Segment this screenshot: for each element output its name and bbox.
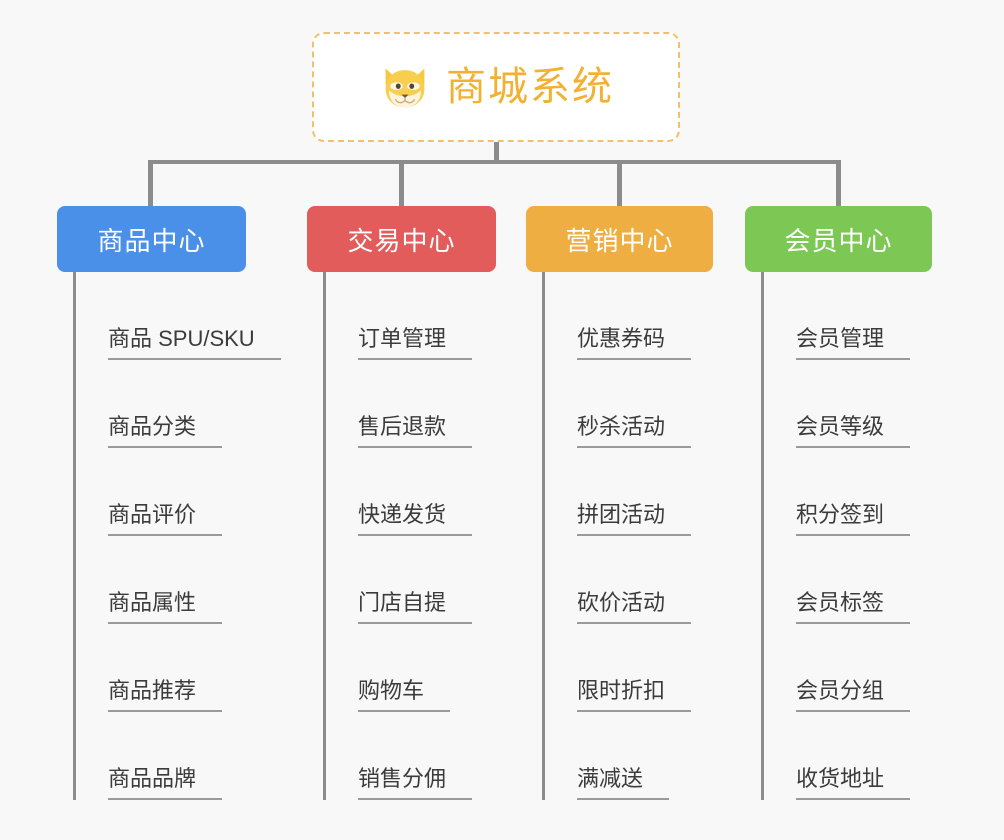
leaf-label: 快递发货 bbox=[358, 504, 473, 536]
leaf-label: 购物车 bbox=[358, 680, 451, 712]
connector-leg-2 bbox=[617, 160, 622, 207]
leaf-item[interactable]: 快递发货 bbox=[326, 448, 496, 536]
leaf-label: 商品推荐 bbox=[108, 680, 223, 712]
category-title: 营销中心 bbox=[565, 225, 674, 256]
leaf-label: 限时折扣 bbox=[577, 680, 692, 712]
leaf-item[interactable]: 优惠券码 bbox=[545, 272, 713, 360]
branch-column-marketing: 营销中心 优惠券码 秒杀活动 拼团活动 砍价活动 限时折扣 满减送 bbox=[526, 206, 713, 800]
leaf-label: 商品品牌 bbox=[108, 768, 223, 800]
category-title: 交易中心 bbox=[347, 225, 456, 256]
leaf-item[interactable]: 商品推荐 bbox=[76, 624, 281, 712]
leaf-label: 会员等级 bbox=[796, 416, 911, 448]
leaf-label: 销售分佣 bbox=[358, 768, 473, 800]
category-title: 商品中心 bbox=[97, 225, 206, 256]
leaf-item[interactable]: 会员等级 bbox=[764, 360, 932, 448]
connector-leg-3 bbox=[836, 160, 841, 207]
leaf-label: 售后退款 bbox=[358, 416, 473, 448]
leaf-label: 商品评价 bbox=[108, 504, 223, 536]
leaf-label: 拼团活动 bbox=[577, 504, 692, 536]
connector-leg-1 bbox=[399, 160, 404, 207]
leaf-label: 会员分组 bbox=[796, 680, 911, 712]
leaf-label: 优惠券码 bbox=[577, 328, 692, 360]
leaf-item[interactable]: 拼团活动 bbox=[545, 448, 713, 536]
leaf-stack-marketing: 优惠券码 秒杀活动 拼团活动 砍价活动 限时折扣 满减送 bbox=[542, 272, 713, 800]
leaf-item[interactable]: 销售分佣 bbox=[326, 712, 496, 800]
leaf-item[interactable]: 收货地址 bbox=[764, 712, 932, 800]
leaf-label: 砍价活动 bbox=[577, 592, 692, 624]
leaf-stack-trade: 订单管理 售后退款 快递发货 门店自提 购物车 销售分佣 bbox=[323, 272, 496, 800]
leaf-item[interactable]: 会员分组 bbox=[764, 624, 932, 712]
branch-column-trade: 交易中心 订单管理 售后退款 快递发货 门店自提 购物车 销售分佣 bbox=[307, 206, 496, 800]
branch-column-product: 商品中心 商品 SPU/SKU 商品分类 商品评价 商品属性 商品推荐 商品品牌 bbox=[57, 206, 281, 800]
leaf-item[interactable]: 砍价活动 bbox=[545, 536, 713, 624]
leaf-item[interactable]: 会员管理 bbox=[764, 272, 932, 360]
category-header-marketing[interactable]: 营销中心 bbox=[526, 206, 713, 272]
leaf-item[interactable]: 满减送 bbox=[545, 712, 713, 800]
leaf-label: 商品 SPU/SKU bbox=[108, 328, 281, 360]
root-title: 商城系统 bbox=[446, 65, 614, 109]
leaf-item[interactable]: 秒杀活动 bbox=[545, 360, 713, 448]
leaf-item[interactable]: 商品 SPU/SKU bbox=[76, 272, 281, 360]
connector-leg-0 bbox=[148, 160, 153, 207]
connector-root-stem bbox=[494, 142, 499, 164]
shiba-dog-face-icon bbox=[385, 68, 425, 108]
category-header-trade[interactable]: 交易中心 bbox=[307, 206, 496, 272]
leaf-stack-member: 会员管理 会员等级 积分签到 会员标签 会员分组 收货地址 bbox=[761, 272, 932, 800]
leaf-label: 满减送 bbox=[577, 768, 670, 800]
connector-trunk-bar bbox=[150, 160, 840, 164]
leaf-item[interactable]: 售后退款 bbox=[326, 360, 496, 448]
leaf-label: 商品分类 bbox=[108, 416, 223, 448]
leaf-item[interactable]: 商品分类 bbox=[76, 360, 281, 448]
leaf-label: 门店自提 bbox=[358, 592, 473, 624]
leaf-label: 积分签到 bbox=[796, 504, 911, 536]
leaf-label: 订单管理 bbox=[358, 328, 473, 360]
category-title: 会员中心 bbox=[784, 225, 893, 256]
leaf-label: 商品属性 bbox=[108, 592, 223, 624]
leaf-item[interactable]: 积分签到 bbox=[764, 448, 932, 536]
root-node[interactable]: 商城系统 bbox=[312, 32, 680, 142]
leaf-label: 会员管理 bbox=[796, 328, 911, 360]
leaf-item[interactable]: 门店自提 bbox=[326, 536, 496, 624]
category-header-product[interactable]: 商品中心 bbox=[57, 206, 246, 272]
leaf-label: 秒杀活动 bbox=[577, 416, 692, 448]
leaf-stack-product: 商品 SPU/SKU 商品分类 商品评价 商品属性 商品推荐 商品品牌 bbox=[73, 272, 281, 800]
leaf-label: 收货地址 bbox=[796, 768, 911, 800]
category-header-member[interactable]: 会员中心 bbox=[745, 206, 932, 272]
leaf-label: 会员标签 bbox=[796, 592, 911, 624]
leaf-item[interactable]: 商品品牌 bbox=[76, 712, 281, 800]
leaf-item[interactable]: 商品评价 bbox=[76, 448, 281, 536]
leaf-item[interactable]: 订单管理 bbox=[326, 272, 496, 360]
leaf-item[interactable]: 会员标签 bbox=[764, 536, 932, 624]
leaf-item[interactable]: 购物车 bbox=[326, 624, 496, 712]
branch-column-member: 会员中心 会员管理 会员等级 积分签到 会员标签 会员分组 收货地址 bbox=[745, 206, 932, 800]
leaf-item[interactable]: 限时折扣 bbox=[545, 624, 713, 712]
leaf-item[interactable]: 商品属性 bbox=[76, 536, 281, 624]
